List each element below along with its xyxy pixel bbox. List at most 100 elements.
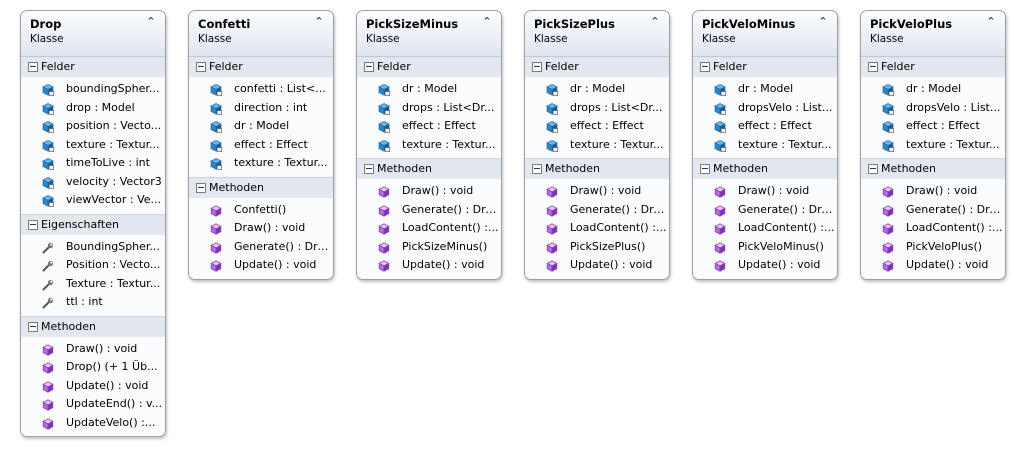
member-row[interactable]: LoadContent() :...: [525, 219, 669, 238]
member-label: Generate() : Drop: [906, 202, 1003, 216]
member-row[interactable]: velocity : Vector3: [21, 173, 165, 192]
member-row[interactable]: dr : Model: [693, 80, 837, 99]
member-label: effect : Effect: [402, 119, 476, 132]
section-header-felder[interactable]: Felder: [693, 57, 837, 77]
member-row[interactable]: texture : Textur...: [525, 136, 669, 155]
section-header-methoden[interactable]: Methoden: [861, 159, 1005, 179]
member-row[interactable]: effect : Effect: [189, 136, 333, 155]
member-row[interactable]: dr : Model: [189, 117, 333, 136]
collapse-toggle-icon[interactable]: [196, 182, 206, 193]
member-row[interactable]: LoadContent() :...: [861, 219, 1005, 238]
member-row[interactable]: PickVeloPlus(): [861, 238, 1005, 257]
member-row[interactable]: LoadContent() :...: [693, 219, 837, 238]
member-row[interactable]: Update() : void: [21, 377, 165, 396]
collapse-button[interactable]: ⌃: [312, 15, 326, 29]
member-row[interactable]: Update() : void: [861, 256, 1005, 275]
member-row[interactable]: Generate() : Drop: [525, 201, 669, 220]
collapse-button[interactable]: ⌃: [816, 15, 830, 29]
member-label: LoadContent() :...: [738, 221, 835, 234]
member-row[interactable]: Draw() : void: [693, 182, 837, 201]
member-row[interactable]: Draw() : void: [21, 340, 165, 359]
collapse-button[interactable]: ⌃: [480, 15, 494, 29]
collapse-toggle-icon[interactable]: [700, 164, 710, 174]
member-row[interactable]: dropsVelo : List...: [693, 99, 837, 118]
member-row[interactable]: PickSizeMinus(): [357, 238, 501, 257]
section-header-methoden[interactable]: Methoden: [693, 159, 837, 179]
collapse-toggle-icon[interactable]: [28, 321, 38, 332]
section-header-felder[interactable]: Felder: [861, 57, 1005, 77]
member-row[interactable]: PickVeloMinus(): [693, 238, 837, 257]
collapse-toggle-icon[interactable]: [28, 62, 38, 72]
member-row[interactable]: BoundingSpher...: [21, 238, 165, 257]
section-header-felder[interactable]: Felder: [525, 57, 669, 77]
collapse-toggle-icon[interactable]: [364, 62, 374, 72]
collapse-toggle-icon[interactable]: [532, 62, 542, 72]
section-header-methoden[interactable]: Methoden: [525, 159, 669, 179]
member-row[interactable]: Update() : void: [357, 256, 501, 275]
section-header-felder[interactable]: Felder: [189, 57, 333, 77]
member-row[interactable]: direction : int: [189, 99, 333, 118]
member-row[interactable]: Drop() (+ 1 Üb...: [21, 358, 165, 377]
member-row[interactable]: Draw() : void: [525, 182, 669, 201]
member-row[interactable]: confetti : List<...: [189, 80, 333, 99]
member-row[interactable]: LoadContent() :...: [357, 219, 501, 238]
member-row[interactable]: effect : Effect: [525, 117, 669, 136]
member-row[interactable]: UpdateEnd() : v...: [21, 395, 165, 414]
section-header-eigenschaften[interactable]: Eigenschaften: [21, 214, 165, 235]
section-header-felder[interactable]: Felder: [21, 57, 165, 77]
member-row[interactable]: effect : Effect: [693, 117, 837, 136]
member-row[interactable]: timeToLive : int: [21, 154, 165, 173]
collapse-button[interactable]: ⌃: [144, 15, 158, 29]
member-row[interactable]: Draw() : void: [357, 182, 501, 201]
member-row[interactable]: Update() : void: [693, 256, 837, 275]
section-header-methoden[interactable]: Methoden: [357, 159, 501, 179]
member-row[interactable]: Update() : void: [189, 256, 333, 275]
member-row[interactable]: Draw() : void: [189, 219, 333, 238]
member-row[interactable]: texture : Textur...: [693, 136, 837, 155]
collapse-toggle-icon[interactable]: [868, 62, 878, 72]
collapse-toggle-icon[interactable]: [868, 164, 878, 174]
member-row[interactable]: position : Vecto...: [21, 117, 165, 136]
member-row[interactable]: dropsVelo : List...: [861, 99, 1005, 118]
member-row[interactable]: effect : Effect: [861, 117, 1005, 136]
member-row[interactable]: Generate() : Drop: [357, 201, 501, 220]
member-row[interactable]: Generate() : Drop: [693, 201, 837, 220]
member-label: texture : Textur...: [906, 137, 1000, 151]
member-row[interactable]: Generate() : Drop: [189, 238, 333, 257]
collapse-toggle-icon[interactable]: [196, 62, 206, 72]
member-row[interactable]: drops : List<Dr...: [357, 99, 501, 118]
member-row[interactable]: viewVector : Ve...: [21, 191, 165, 210]
member-row[interactable]: boundingSpher...: [21, 80, 165, 99]
field-icon: [378, 102, 390, 115]
member-row[interactable]: effect : Effect: [357, 117, 501, 136]
member-row[interactable]: Draw() : void: [861, 182, 1005, 201]
member-row[interactable]: texture : Textur...: [861, 136, 1005, 155]
member-row[interactable]: Generate() : Drop: [861, 201, 1005, 220]
member-row[interactable]: drop : Model: [21, 99, 165, 118]
member-row[interactable]: drops : List<Dr...: [525, 99, 669, 118]
member-row[interactable]: dr : Model: [525, 80, 669, 99]
member-row[interactable]: Update() : void: [525, 256, 669, 275]
collapse-button[interactable]: ⌃: [984, 15, 998, 29]
collapse-toggle-icon[interactable]: [364, 164, 374, 174]
collapse-toggle-icon[interactable]: [700, 62, 710, 72]
section-header-methoden[interactable]: Methoden: [189, 177, 333, 198]
collapse-button[interactable]: ⌃: [648, 15, 662, 29]
member-label: Generate() : Drop: [738, 202, 835, 216]
member-row[interactable]: dr : Model: [357, 80, 501, 99]
section-header-felder[interactable]: Felder: [357, 57, 501, 77]
member-row[interactable]: ttl : int: [21, 293, 165, 312]
collapse-toggle-icon[interactable]: [28, 219, 38, 230]
collapse-toggle-icon[interactable]: [532, 164, 542, 174]
member-row[interactable]: texture : Textur...: [21, 136, 165, 155]
member-row[interactable]: UpdateVelo() :...: [21, 414, 165, 433]
member-row[interactable]: Position : Vecto...: [21, 256, 165, 275]
member-row[interactable]: Confetti(): [189, 201, 333, 220]
section-header-methoden[interactable]: Methoden: [21, 316, 165, 337]
member-row[interactable]: dr : Model: [861, 80, 1005, 99]
member-row[interactable]: PickSizePlus(): [525, 238, 669, 257]
member-row[interactable]: texture : Textur...: [189, 154, 333, 173]
member-row[interactable]: texture : Textur...: [357, 136, 501, 155]
member-row[interactable]: Texture : Textur...: [21, 275, 165, 294]
